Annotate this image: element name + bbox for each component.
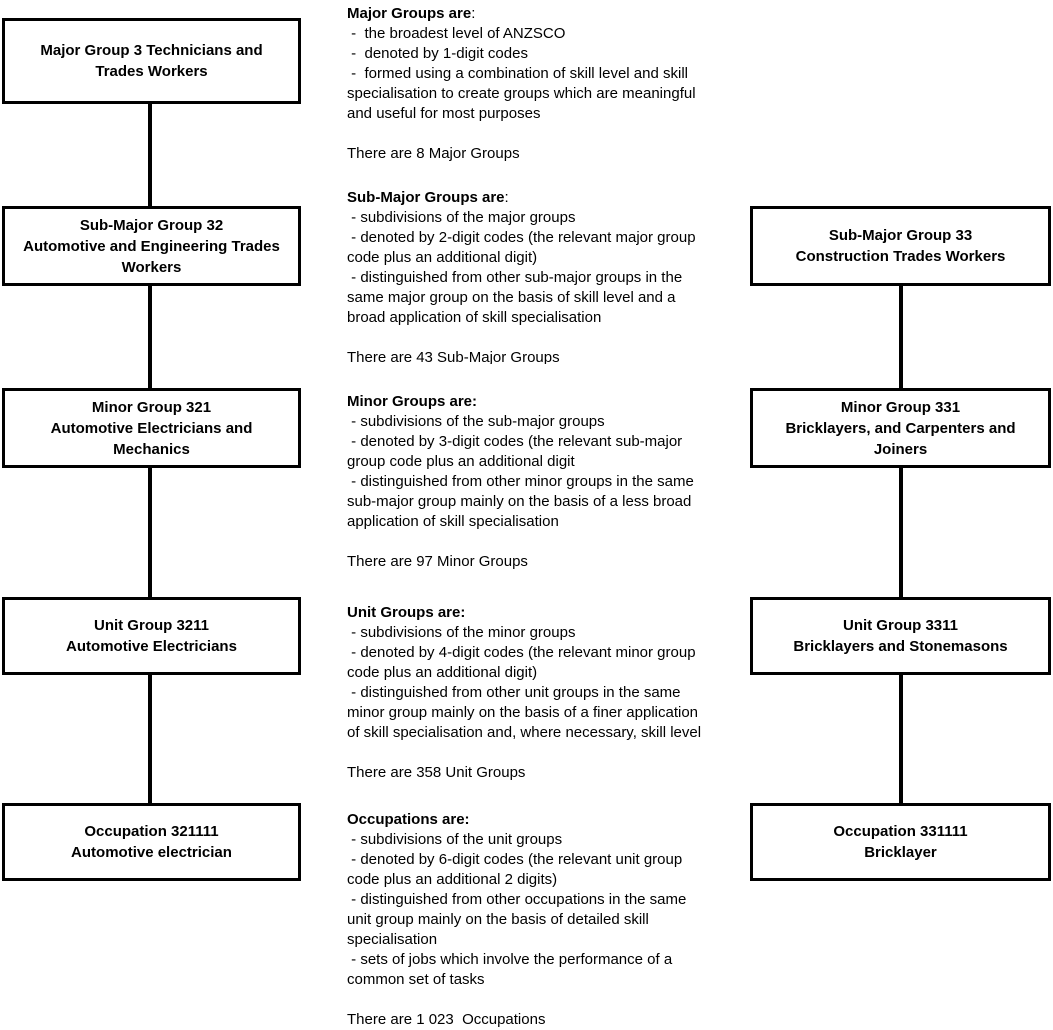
text-line: Unit Group 3311 bbox=[842, 617, 959, 634]
section-count: There are 8 Major Groups bbox=[347, 145, 520, 162]
text-line: Occupation 331111 bbox=[833, 823, 968, 840]
text-line: Trades Workers bbox=[95, 63, 208, 80]
text-line: Automotive Electricians bbox=[66, 638, 237, 655]
text-line: - denoted by 1-digit codes bbox=[347, 45, 528, 62]
text-line: Bricklayer bbox=[864, 844, 937, 861]
text-line: Occupation 321111 bbox=[84, 823, 219, 840]
text-line: code plus an additional digit) bbox=[347, 249, 538, 266]
section-header: Unit Groups are: bbox=[347, 604, 466, 621]
section-body: - subdivisions of the major groups - den… bbox=[347, 208, 727, 328]
text-line: and useful for most purposes bbox=[347, 105, 541, 122]
section-count: There are 1 023 Occupations bbox=[347, 1011, 546, 1028]
node-sub-major-group-33: Sub-Major Group 33 Construction Trades Wo… bbox=[750, 206, 1051, 286]
text-line: broad application of skill specialisatio… bbox=[347, 309, 602, 326]
text-line: - distinguished from other occupations i… bbox=[347, 891, 687, 908]
section-minor-groups: Minor Groups are: - subdivisions of the … bbox=[347, 392, 727, 572]
text-line: Minor Group 321 bbox=[91, 398, 212, 416]
section-header: Major Groups are: bbox=[347, 5, 476, 22]
text-line: - subdivisions of the major groups bbox=[347, 209, 576, 226]
section-body: - the broadest level of ANZSCO - denoted… bbox=[347, 24, 727, 124]
text-line: - subdivisions of the sub-major groups bbox=[347, 413, 605, 430]
text-line: Sub-Major Group 33 bbox=[828, 227, 973, 244]
text-line: Joiners bbox=[873, 440, 928, 458]
text-line: specialisation to create groups which ar… bbox=[347, 85, 696, 102]
text-line: Unit Group 3211 bbox=[93, 617, 210, 634]
text-line: - distinguished from other sub-major gro… bbox=[347, 269, 683, 286]
text-line: of skill specialisation and, where neces… bbox=[347, 724, 702, 741]
text-line: - denoted by 2-digit codes (the relevant… bbox=[347, 229, 696, 246]
text-line: Bricklayers and Stonemasons bbox=[793, 638, 1008, 655]
text-line: - formed using a combination of skill le… bbox=[347, 65, 688, 82]
text-line: - sets of jobs which involve the perform… bbox=[347, 951, 673, 968]
text-line: Automotive and Engineering Trades bbox=[23, 237, 280, 255]
text-line: sub-major group mainly on the basis of a… bbox=[347, 493, 692, 510]
text-line: Automotive electrician bbox=[71, 844, 232, 861]
connector-line bbox=[899, 675, 903, 803]
text-line: Automotive Electricians and bbox=[50, 419, 253, 437]
connector-line bbox=[148, 468, 152, 597]
text-line: - subdivisions of the minor groups bbox=[347, 624, 576, 641]
section-header: Occupations are: bbox=[347, 811, 470, 828]
section-major-groups: Major Groups are: - the broadest level o… bbox=[347, 4, 727, 164]
text-line: group code plus an additional digit bbox=[347, 453, 575, 470]
node-sub-major-group-32: Sub-Major Group 32 Automotive and Enginee… bbox=[2, 206, 301, 286]
text-line: code plus an additional digit) bbox=[347, 664, 538, 681]
text-line: - denoted by 3-digit codes (the relevant… bbox=[347, 433, 683, 450]
section-header: Sub-Major Groups are: bbox=[347, 189, 509, 206]
connector-line bbox=[899, 286, 903, 388]
text-line: application of skill specialisation bbox=[347, 513, 559, 530]
text-line: - denoted by 6-digit codes (the relevant… bbox=[347, 851, 683, 868]
text-line: unit group mainly on the basis of detail… bbox=[347, 911, 649, 928]
text-line: - distinguished from other minor groups … bbox=[347, 473, 694, 490]
section-unit-groups: Unit Groups are: - subdivisions of the m… bbox=[347, 603, 727, 783]
section-body: - subdivisions of the minor groups - den… bbox=[347, 623, 727, 743]
text-line: Construction Trades Workers bbox=[795, 248, 1006, 265]
section-occupations: Occupations are: - subdivisions of the u… bbox=[347, 810, 727, 1030]
text-line: specialisation bbox=[347, 931, 438, 948]
text-line: same major group on the basis of skill l… bbox=[347, 289, 676, 306]
text-line: minor group mainly on the basis of a fin… bbox=[347, 704, 699, 721]
text-line: Minor Group 331 bbox=[840, 398, 961, 416]
text-line: - subdivisions of the unit groups bbox=[347, 831, 563, 848]
connector-line bbox=[899, 468, 903, 597]
section-header: Minor Groups are: bbox=[347, 393, 478, 410]
section-sub-major-groups: Sub-Major Groups are: - subdivisions of … bbox=[347, 188, 727, 364]
text-line: Major Group 3 Technicians and bbox=[40, 42, 263, 59]
text-line: code plus an additional 2 digits) bbox=[347, 871, 558, 888]
text-line: Bricklayers, and Carpenters and bbox=[785, 419, 1016, 437]
text-line: - the broadest level of ANZSCO bbox=[347, 25, 566, 42]
connector-line bbox=[148, 104, 152, 207]
text-line: Mechanics bbox=[113, 440, 190, 458]
section-count: There are 358 Unit Groups bbox=[347, 764, 526, 781]
section-body: - subdivisions of the sub-major groups -… bbox=[347, 412, 727, 532]
text-line: Sub-Major Group 32 bbox=[79, 216, 224, 234]
connector-line bbox=[148, 675, 152, 803]
section-count: There are 43 Sub-Major Groups bbox=[347, 349, 560, 364]
section-body: - subdivisions of the unit groups - deno… bbox=[347, 830, 727, 990]
text-line: Workers bbox=[121, 258, 182, 276]
text-line: - distinguished from other unit groups i… bbox=[347, 684, 681, 701]
connector-line bbox=[148, 286, 152, 388]
text-line: common set of tasks bbox=[347, 971, 485, 988]
text-line: - denoted by 4-digit codes (the relevant… bbox=[347, 644, 696, 661]
section-count: There are 97 Minor Groups bbox=[347, 553, 528, 570]
